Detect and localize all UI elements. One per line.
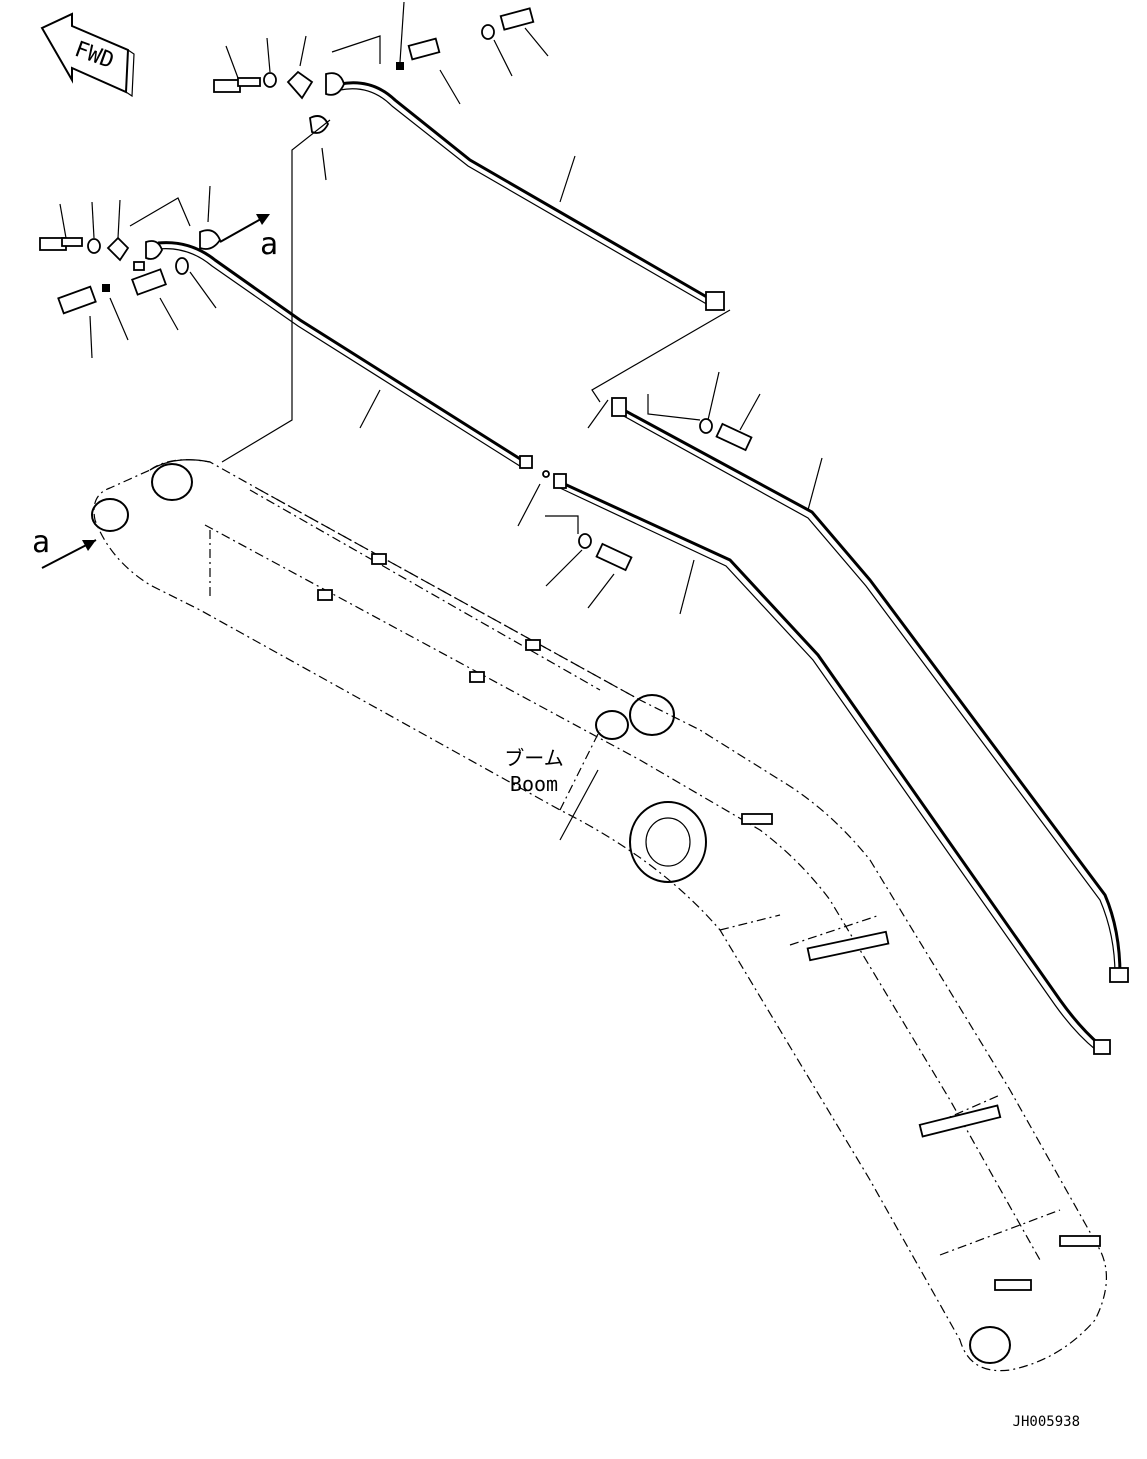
drawing-number: JH005938 (1013, 1414, 1080, 1430)
boom-label-jp: ブーム (504, 746, 563, 770)
fittings-joint-group (517, 371, 761, 609)
tube-lower-short (553, 473, 1111, 1055)
tube-upper (339, 81, 725, 311)
boom-label-en: Boom (510, 772, 558, 796)
tube-leaders (359, 155, 823, 615)
view-marker-lower: a (32, 525, 50, 560)
view-marker-upper: a (260, 227, 278, 262)
fittings-upper-group (213, 1, 549, 463)
tube-lower-long (611, 397, 1129, 983)
fwd-arrow: FWD (40, 12, 135, 98)
boom-body: ブーム Boom (91, 459, 1108, 1372)
view-arrow-lower: a (32, 525, 97, 569)
view-arrow-upper: a (219, 214, 278, 262)
fittings-middle-group (39, 185, 222, 359)
tube-middle (157, 241, 533, 469)
